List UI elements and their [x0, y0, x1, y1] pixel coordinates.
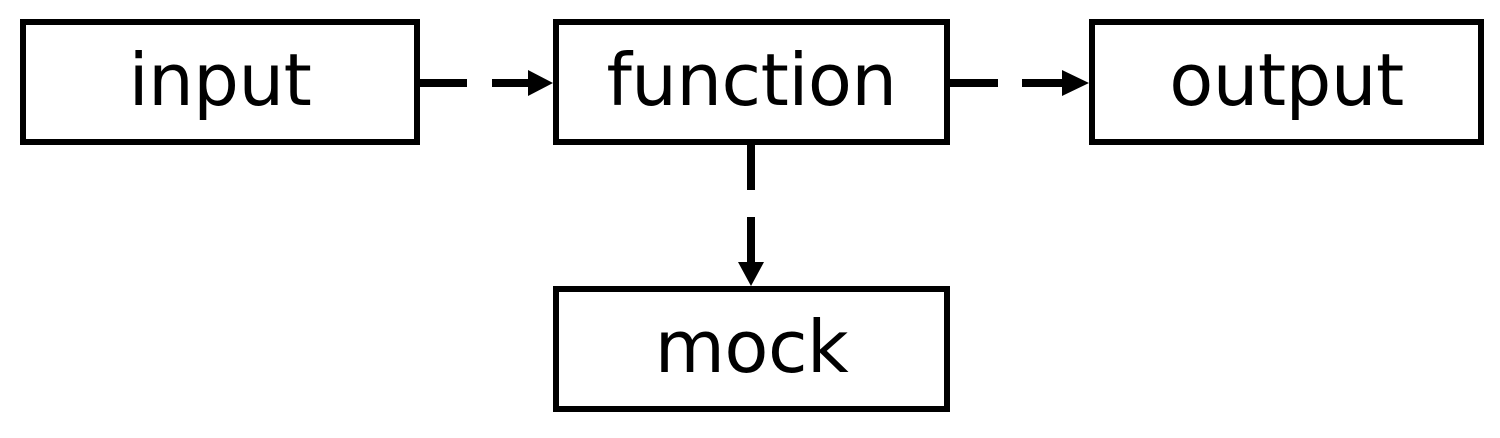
node-output-label: output: [1169, 38, 1404, 122]
node-input-label: input: [128, 38, 312, 122]
edge-input-to-function: [420, 70, 553, 96]
edge-function-to-mock: [738, 145, 764, 286]
node-output[interactable]: output: [1089, 19, 1484, 145]
edge-function-to-mock-arrowhead: [738, 262, 764, 286]
node-function-label: function: [606, 38, 897, 122]
node-mock[interactable]: mock: [553, 286, 950, 412]
node-function[interactable]: function: [553, 19, 950, 145]
edge-input-to-function-arrowhead: [528, 70, 553, 96]
node-input[interactable]: input: [20, 19, 420, 145]
edge-function-to-output: [950, 70, 1089, 96]
edge-function-to-output-arrowhead: [1062, 70, 1089, 96]
node-mock-label: mock: [654, 305, 849, 389]
